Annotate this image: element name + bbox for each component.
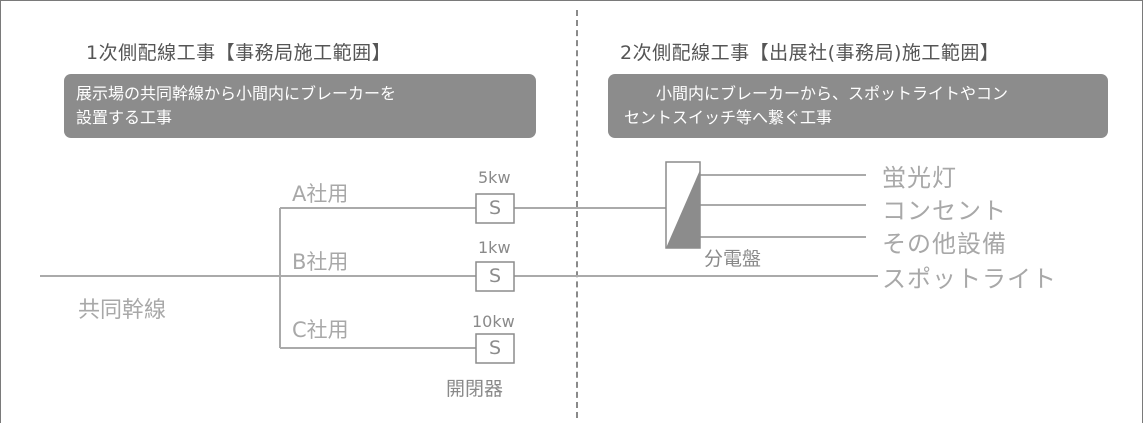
frame-left-border [0,0,1,423]
branch-b-company: B社用 [292,250,349,274]
branch-a-rating: 5kw [478,168,511,187]
output-other-equipment-label: その他設備 [882,230,1007,258]
primary-desc-line-1: 展示場の共同幹線から小間内にブレーカーを [76,84,397,103]
primary-wiring-title: 1次側配線工事【事務局施工範囲】 [86,42,392,64]
frame-top-border [0,0,1143,1]
trunk-label: 共同幹線 [78,298,167,323]
branch-c-rating: 10kw [472,312,515,331]
switch-a-box [475,193,515,224]
branch-b-rating: 1kw [478,238,511,257]
panel-label: 分電盤 [704,248,762,270]
secondary-desc-line-2: セントスイッチ等へ繋ぐ工事 [624,108,833,127]
switch-b-box [475,261,515,292]
switch-a-symbol: S [488,197,502,219]
switch-caption: 開閉器 [446,378,504,400]
switch-c-box [475,333,515,364]
switch-c-symbol: S [488,337,502,359]
section-divider [576,10,578,418]
output-outlet-label: コンセント [882,197,1007,225]
branch-a-company: A社用 [292,182,349,206]
primary-wiring-description: 展示場の共同幹線から小間内にブレーカーを 設置する工事 [64,74,536,138]
output-fluorescent-label: 蛍光灯 [882,164,957,192]
secondary-wiring-title: 2次側配線工事【出展社(事務局)施工範囲】 [620,42,1000,64]
distribution-panel-fill [666,170,700,248]
switch-b-symbol: S [488,265,502,287]
output-spotlight-label: スポットライト [882,265,1057,293]
branch-c-company: C社用 [292,318,349,342]
primary-desc-line-2: 設置する工事 [76,108,173,127]
secondary-wiring-description: 小間内にブレーカーから、スポットライトやコン セントスイッチ等へ繋ぐ工事 [608,74,1108,138]
secondary-desc-line-1: 小間内にブレーカーから、スポットライトやコン [656,84,1009,103]
